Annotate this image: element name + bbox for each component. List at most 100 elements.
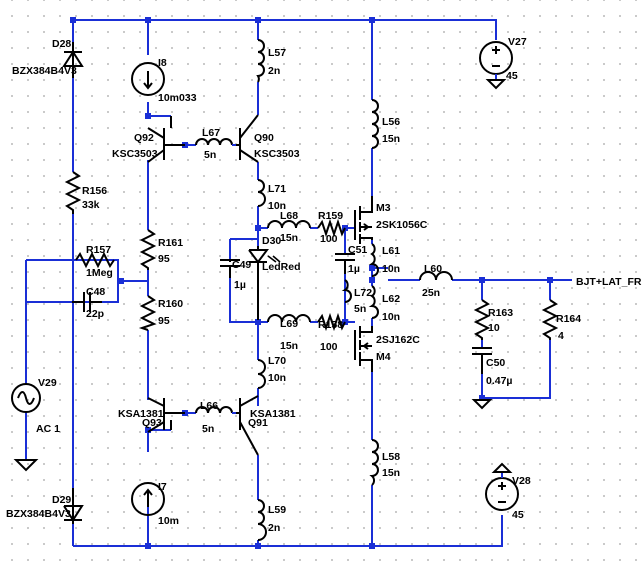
transistor-q92[interactable]: Q92 KSC3503 <box>112 116 185 163</box>
inductor-l57[interactable]: L57 2n <box>256 39 286 83</box>
inductor-symbol <box>257 499 267 541</box>
part-ref: V27 <box>508 36 527 48</box>
junction <box>118 278 124 284</box>
led-d30[interactable]: D30 LedRed <box>248 235 301 320</box>
ground-icon <box>13 459 39 472</box>
part-ref: C51 <box>348 244 367 256</box>
inductor-l61[interactable]: L61 10n <box>368 243 400 277</box>
capacitor-c49[interactable]: C49 1µ <box>220 259 251 291</box>
junction <box>547 277 553 283</box>
net-label[interactable]: BJT+LAT_FR <box>576 276 642 288</box>
resistor-symbol <box>64 171 82 214</box>
sine-icon <box>17 391 35 405</box>
part-value: KSC3503 <box>112 148 158 160</box>
part-value: 2SJ162C <box>376 334 420 346</box>
diode-d28[interactable]: D28 BZX384B4V3 <box>12 38 84 78</box>
inductor-l62[interactable]: L62 10n <box>368 285 400 323</box>
junction <box>369 543 375 549</box>
part-value: BZX384B4V3 <box>12 65 77 77</box>
npn-symbol <box>236 114 259 163</box>
part-value: 2n <box>268 522 280 534</box>
capacitor-c51[interactable]: C51 1µ <box>335 244 367 275</box>
capacitor-symbol <box>335 253 355 274</box>
inductor-l71[interactable]: L71 10n <box>257 179 286 212</box>
resistor-symbol <box>75 251 115 269</box>
voltage-source-v29[interactable]: V29 AC 1 <box>11 377 60 472</box>
part-value: 5n <box>202 423 214 435</box>
part-value: 95 <box>158 315 170 327</box>
current-source-i7[interactable]: I7 10m <box>131 481 179 527</box>
pmos-symbol <box>354 326 373 372</box>
resistor-r163[interactable]: R163 10 <box>473 299 513 340</box>
mosfet-m4[interactable]: 2SJ162C M4 <box>354 326 420 372</box>
part-value: 10n <box>382 263 400 275</box>
voltage-source-v28[interactable]: V28 45 <box>485 462 531 521</box>
part-value: 100 <box>320 233 338 245</box>
inductor-symbol <box>368 243 379 277</box>
transistor-q93[interactable]: KSA1381 Q93 <box>118 397 185 433</box>
part-ref: D30 <box>262 235 281 247</box>
part-ref: L72 <box>354 287 372 299</box>
inductor-l66[interactable]: L66 5n <box>185 400 240 435</box>
capacitor-c50[interactable]: C50 0.47µ <box>471 347 513 410</box>
part-value: 10m033 <box>158 92 197 104</box>
resistor-r157[interactable]: R157 1Meg <box>75 244 115 279</box>
resistor-r160[interactable]: R160 95 <box>138 295 183 331</box>
junction <box>479 395 485 401</box>
part-value: 22p <box>86 308 104 320</box>
inductor-l72[interactable]: L72 5n <box>341 279 372 315</box>
wires <box>25 19 572 547</box>
part-value: 1µ <box>348 263 360 275</box>
resistor-r156[interactable]: R156 33k <box>64 171 107 214</box>
part-ref: L66 <box>200 400 218 412</box>
mosfet-m3[interactable]: M3 2SK1056C <box>354 196 428 244</box>
transistor-q91[interactable]: KSA1381 Q91 <box>236 395 296 456</box>
voltage-source-v27[interactable]: V27 45 <box>479 36 527 90</box>
diode-d29[interactable]: D29 BZX384B4V3 <box>6 488 84 524</box>
ground-icon <box>471 399 493 410</box>
resistor-r161[interactable]: R161 95 <box>139 229 183 270</box>
part-value: 10 <box>488 322 500 334</box>
resistor-r164[interactable]: R164 4 <box>541 299 581 342</box>
inductor-l69[interactable]: L69 15n <box>267 314 311 352</box>
part-value: 45 <box>512 509 524 521</box>
part-value: 15n <box>382 467 400 479</box>
part-value: 4 <box>558 330 564 342</box>
resistor-r159[interactable]: R159 100 <box>317 210 346 245</box>
inductor-l58[interactable]: L58 15n <box>369 439 400 486</box>
part-ref: D28 <box>52 38 71 50</box>
inductor-symbol <box>341 279 352 303</box>
inductor-symbol <box>256 39 265 83</box>
part-value: KSA1381 <box>250 408 296 420</box>
inductor-l56[interactable]: L56 15n <box>371 99 400 149</box>
part-value: 45 <box>506 70 518 82</box>
inductor-l60[interactable]: L60 25n <box>419 263 453 299</box>
part-value: 2n <box>268 65 280 77</box>
resistor-symbol <box>138 295 157 331</box>
part-ref: L70 <box>268 355 286 367</box>
current-source-i8[interactable]: I8 10m033 <box>131 57 197 104</box>
light-emission-icon <box>267 255 281 263</box>
inductor-l59[interactable]: L59 2n <box>257 499 286 541</box>
part-value: LedRed <box>262 261 301 273</box>
resistor-symbol <box>473 299 491 340</box>
part-ref: R164 <box>556 313 581 325</box>
inductor-l70[interactable]: L70 10n <box>257 355 286 389</box>
part-ref: M3 <box>376 202 391 214</box>
part-ref: L69 <box>280 318 298 330</box>
part-ref: Q93 <box>142 417 162 429</box>
junction <box>479 277 485 283</box>
part-value: KSC3503 <box>254 148 300 160</box>
part-value: BZX384B4V3 <box>6 508 71 520</box>
capacitor-c48[interactable]: C48 22p <box>72 286 105 320</box>
inductor-l68[interactable]: L68 15n <box>267 210 311 244</box>
inductor-l67[interactable]: L67 5n <box>185 127 240 161</box>
resistor-r158[interactable]: R158 100 <box>317 312 346 353</box>
part-value: 15n <box>382 133 400 145</box>
wire-top-rail <box>73 19 497 40</box>
part-ref: L68 <box>280 210 298 222</box>
junction <box>145 543 151 549</box>
transistor-q90[interactable]: Q90 KSC3503 <box>236 114 300 163</box>
